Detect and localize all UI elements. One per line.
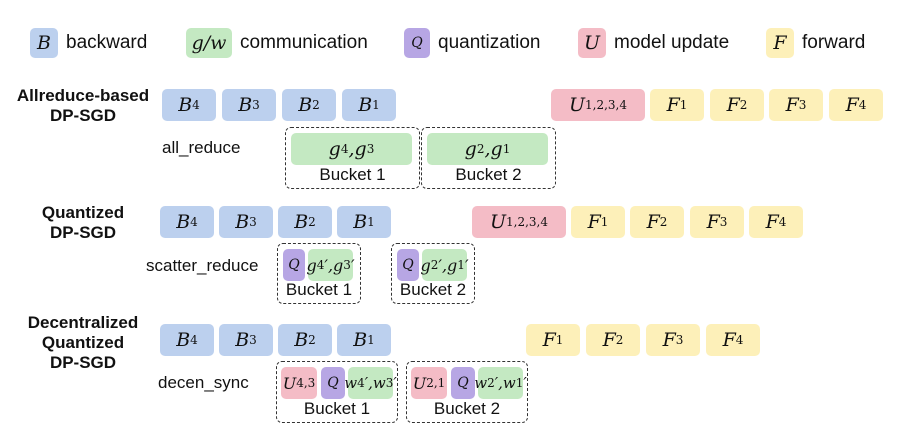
bucket-label: Bucket 1 — [285, 280, 353, 299]
legend-model-update-swatch: U — [578, 28, 606, 58]
row-title-line: Decentralized — [27, 313, 139, 332]
legend-forward: F forward — [766, 26, 865, 60]
legend-communication: g/w communication — [186, 26, 368, 60]
operation-label: scatter_reduce — [146, 256, 259, 275]
legend-backward: B backward — [30, 26, 147, 60]
row-title-line: Quantized — [41, 203, 125, 222]
row-title-line: Allreduce-based — [16, 86, 150, 105]
bucket-label: Bucket 1 — [303, 399, 371, 418]
legend-model-update: U model update — [578, 26, 729, 60]
bucket-label: Bucket 2 — [433, 399, 501, 418]
legend-quantization-swatch: Q — [404, 28, 430, 58]
quantize-q: Q — [397, 249, 419, 281]
legend-model-update-label: model update — [614, 32, 730, 53]
operation-label: decen_sync — [158, 373, 249, 392]
quantize-q: Q — [451, 367, 475, 399]
quantize-q: Q — [283, 249, 305, 281]
row-title-line: DP-SGD — [49, 223, 117, 242]
bucket-label: Bucket 2 — [399, 280, 467, 299]
legend-forward-swatch: F — [766, 28, 794, 58]
legend-communication-swatch: g/w — [186, 28, 232, 58]
legend-quantization: Q quantization — [404, 26, 540, 60]
row-title-line: DP-SGD — [49, 106, 117, 125]
quantize-q: Q — [321, 367, 345, 399]
legend-quantization-label: quantization — [438, 32, 541, 53]
legend-communication-label: communication — [240, 32, 368, 53]
legend-forward-label: forward — [802, 32, 866, 53]
row-title-quantized: Quantized DP-SGD — [16, 203, 150, 243]
legend-backward-label: backward — [66, 32, 148, 53]
bucket-label: Bucket 1 — [319, 165, 386, 184]
operation-label: all_reduce — [162, 138, 241, 157]
row-title-line: Quantized — [41, 333, 125, 352]
row-title-line: DP-SGD — [49, 353, 117, 372]
legend-backward-swatch: B — [30, 28, 58, 58]
row-title-allreduce: Allreduce-based DP-SGD — [16, 86, 150, 126]
row-title-decentralized: Decentralized Quantized DP-SGD — [16, 313, 150, 373]
bucket-label: Bucket 2 — [455, 165, 522, 184]
